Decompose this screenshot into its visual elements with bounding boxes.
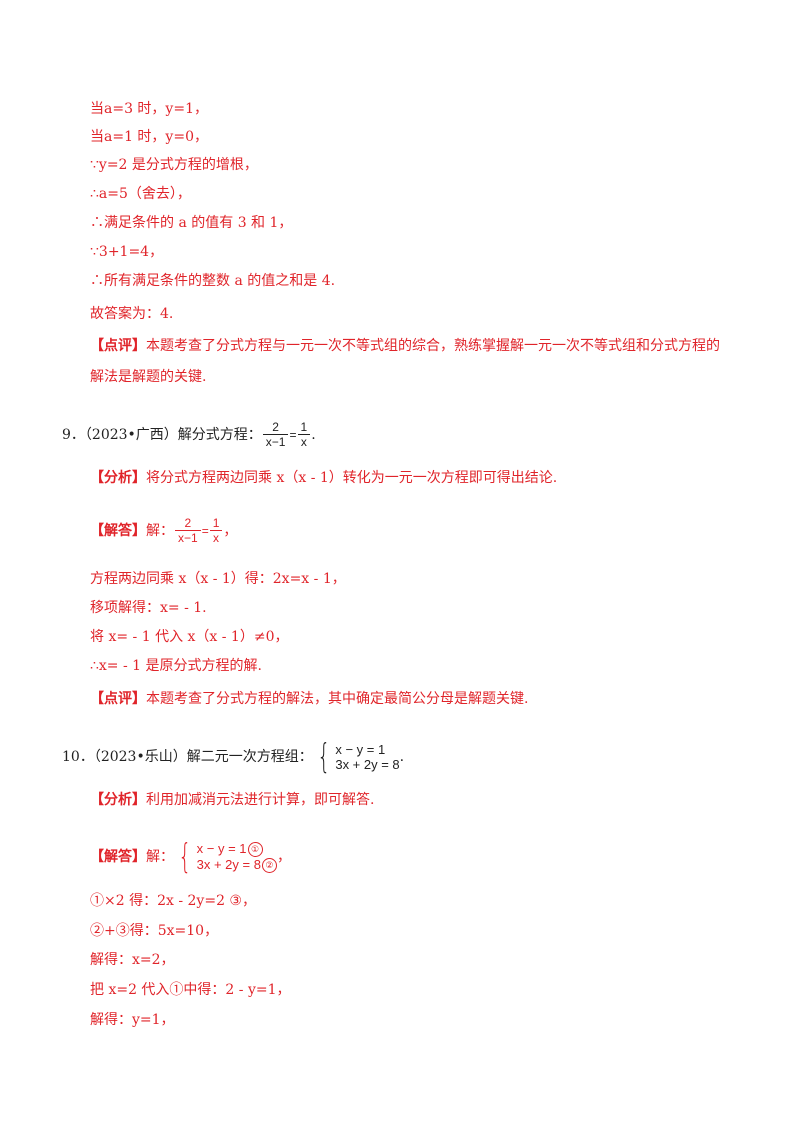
q9-review: 【点评】本题考查了分式方程的解法，其中确定最简公分母是解题关键.	[90, 689, 528, 709]
review-text: 本题考查了分式方程的解法，其中确定最简公分母是解题关键.	[146, 691, 529, 707]
q9-step-2: 移项解得：x= - 1.	[90, 600, 207, 616]
question-9-suffix: .	[311, 427, 316, 443]
solution-intro: 解：	[146, 849, 174, 865]
question-10-prefix: 10．（2023•乐山）解二元一次方程组：	[62, 749, 313, 765]
solution-line-4: ∴a=5（舍去），	[90, 186, 191, 202]
equation-2: 3x + 2y = 8	[335, 757, 400, 772]
solution-line-1: 当a=3 时，y=1，	[90, 101, 208, 117]
analysis-tag: 【分析】	[90, 792, 146, 808]
solution-line-2: 当a=1 时，y=0，	[90, 129, 208, 145]
review-text: 本题考查了分式方程与一元一次不等式组的综合，熟练掌握解一元一次不等式组和分式方程…	[146, 338, 720, 354]
fraction-denominator: x	[297, 434, 310, 449]
review-tag: 【点评】	[90, 691, 146, 707]
circled-1-label: ①	[247, 842, 263, 857]
solution-line-5: ∴满足条件的 a 的值有 3 和 1，	[90, 215, 293, 231]
solution-line-3: ∵y=2 是分式方程的增根，	[90, 157, 258, 173]
review-text-cont: 解法是解题的关键.	[90, 369, 207, 385]
analysis-text: 将分式方程两边同乘 x（x - 1）转化为一元一次方程即可得出结论.	[146, 470, 558, 486]
solution-suffix: ，	[276, 849, 291, 865]
solution-tag: 【解答】	[90, 523, 146, 539]
q10-step-5: 解得：y=1，	[90, 1012, 175, 1028]
equals-sign: =	[201, 524, 209, 538]
q10-step-3: 解得：x=2，	[90, 952, 175, 968]
analysis-text: 利用加减消元法进行计算，即可解答.	[146, 792, 375, 808]
q9-step-4: ∴x= - 1 是原分式方程的解.	[90, 658, 262, 674]
question-9-prefix: 9．（2023•广西）解分式方程：	[62, 427, 262, 443]
fraction-numerator: 2	[184, 516, 192, 530]
left-brace-icon: {	[317, 737, 331, 777]
q10-step-2: ②+③得：5x=10，	[90, 923, 219, 939]
fraction-denominator: x−1	[262, 434, 289, 449]
analysis-tag: 【分析】	[90, 470, 146, 486]
q10-step-4: 把 x=2 代入①中得：2 - y=1，	[90, 982, 291, 998]
fraction-numerator: 2	[272, 420, 279, 434]
fraction-denominator: x	[210, 530, 223, 545]
fraction-denominator: x−1	[175, 530, 201, 545]
q9-step-1: 方程两边同乘 x（x - 1）得：2x=x - 1，	[90, 571, 346, 587]
left-brace-icon: {	[178, 837, 192, 877]
solution-line-7: ∴所有满足条件的整数 a 的值之和是 4.	[90, 273, 336, 289]
fraction-numerator: 1	[300, 420, 308, 434]
equation-2: 3x + 2y = 8	[196, 857, 261, 872]
q9-step-3: 将 x= - 1 代入 x（x - 1）≠0，	[90, 629, 289, 645]
q10-analysis: 【分析】利用加减消元法进行计算，即可解答.	[90, 790, 374, 810]
question-10-suffix: .	[399, 749, 405, 765]
solution-suffix: ，	[223, 523, 238, 539]
fraction-numerator: 1	[212, 516, 220, 530]
circled-2-label: ②	[261, 858, 277, 873]
solution-intro: 解：	[146, 523, 174, 539]
equation-1: x − y = 1	[196, 841, 247, 856]
q9-analysis: 【分析】将分式方程两边同乘 x（x - 1）转化为一元一次方程即可得出结论.	[90, 468, 557, 488]
equals-sign: =	[289, 428, 297, 442]
review-paragraph: 【点评】本题考查了分式方程与一元一次不等式组的综合，熟练掌握解一元一次不等式组和…	[90, 336, 720, 356]
answer-line: 故答案为：4.	[90, 306, 174, 322]
equation-1: x − y = 1	[335, 742, 386, 757]
q10-step-1: ①×2 得：2x - 2y=2 ③，	[90, 893, 256, 909]
solution-tag: 【解答】	[90, 849, 146, 865]
review-tag: 【点评】	[90, 338, 146, 354]
solution-line-6: ∵3+1=4，	[90, 244, 164, 260]
